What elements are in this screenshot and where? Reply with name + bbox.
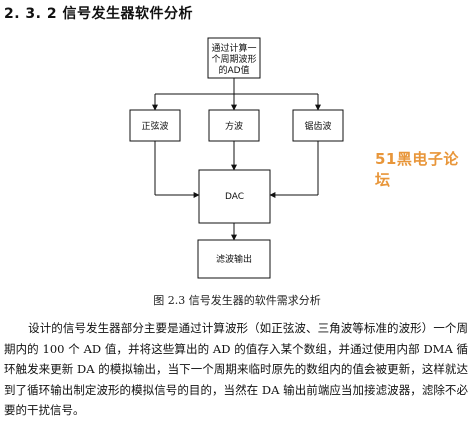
sawtooth-box	[292, 109, 344, 142]
sawtooth-label: 锯齿波	[304, 120, 331, 132]
figure-caption: 图 2.3 信号发生器的软件需求分析	[153, 294, 321, 307]
compute-ad-line1: 通过计算一	[211, 42, 256, 54]
software-flowchart: 通过计算一 个周期波形 的AD值 正弦波 方波 锯齿波 DAC 滤波输出	[129, 37, 344, 279]
compute-ad-line2: 个周期波形	[211, 53, 256, 65]
section-heading: 2. 3. 2 信号发生器软件分析	[4, 6, 193, 22]
body-paragraph: 设计的信号发生器部分主要是通过计算波形（如正弦波、三角波等标准的波形）一个周期内…	[4, 321, 468, 417]
watermark: 51黑电子论坛	[375, 150, 459, 189]
square-label: 方波	[225, 120, 243, 132]
compute-ad-line3: 的AD值	[218, 64, 249, 76]
compute-ad-box	[207, 37, 261, 79]
square-box	[208, 109, 260, 142]
sine-box	[129, 109, 181, 142]
filter-label: 滤波输出	[216, 253, 252, 265]
sine-label: 正弦波	[141, 120, 168, 132]
dac-box	[198, 169, 271, 224]
filter-box	[197, 239, 271, 279]
dac-label: DAC	[225, 192, 244, 202]
